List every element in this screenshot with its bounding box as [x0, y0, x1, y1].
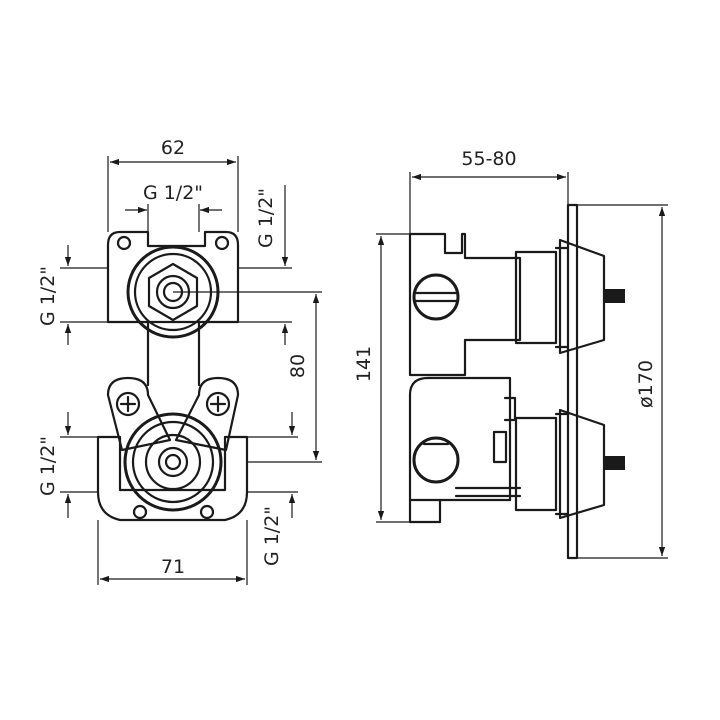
dimension-center-height: 80 [287, 354, 309, 378]
inlet-lug-left [106, 376, 172, 452]
side-dimension-lines [377, 173, 666, 556]
thread-label-top-right: G 1/2" [255, 188, 277, 248]
cartridge-upper [514, 238, 625, 355]
cartridge-lower [514, 408, 625, 520]
dimension-plate-diameter: ø170 [635, 360, 657, 408]
side-upper-body [408, 232, 522, 377]
lower-valve-port [123, 412, 223, 512]
connecting-column [146, 320, 201, 387]
dimension-side-height: 141 [353, 346, 375, 382]
dimension-width-top: 62 [161, 137, 185, 159]
side-lower-body [408, 376, 512, 502]
side-lower-foot [408, 498, 442, 524]
thread-label-bottom-right: G 1/2" [261, 506, 283, 566]
mounting-hole-icon [116, 235, 132, 251]
cover-plate [566, 203, 579, 560]
side-port-upper [412, 273, 460, 321]
front-view: 62 G 1/2" G 1/2" G 1/2" 80 G 1/2" G 1/2"… [37, 137, 322, 585]
mounting-hole-icon [132, 504, 148, 520]
dimension-depth-range: 55-80 [461, 148, 516, 170]
side-extension-lines [376, 172, 668, 559]
dimension-width-bottom: 71 [161, 556, 185, 578]
side-stem-collar [503, 396, 517, 422]
side-port-lower [412, 436, 460, 484]
thread-label-left-upper: G 1/2" [37, 266, 59, 326]
thread-label-top: G 1/2" [143, 182, 203, 204]
inlet-lug-right [174, 376, 240, 452]
front-extension-lines [60, 156, 322, 585]
thread-label-left-lower: G 1/2" [37, 436, 59, 496]
lower-housing [96, 435, 249, 522]
mounting-hole-icon [199, 504, 215, 520]
side-stem-nut [492, 430, 508, 464]
mounting-hole-icon [214, 235, 230, 251]
side-stem-rod [454, 486, 522, 498]
upper-housing [106, 230, 240, 324]
side-view: 55-80 141 ø170 [353, 148, 668, 560]
front-dimension-lines [64, 158, 320, 583]
